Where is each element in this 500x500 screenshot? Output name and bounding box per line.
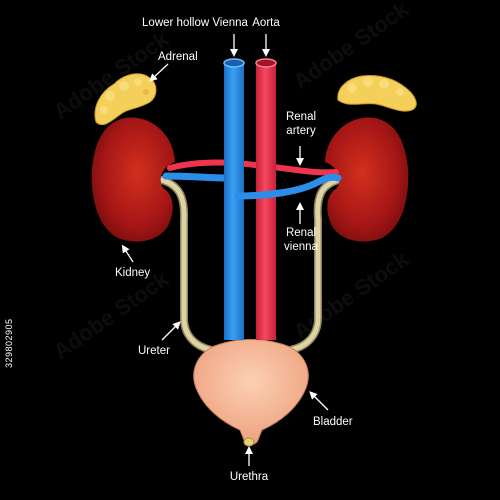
renal-artery-label-line1: Renal bbox=[285, 111, 317, 123]
stock-id: 329802905 bbox=[4, 318, 14, 368]
renal-vein-label-line2: vienna bbox=[284, 241, 318, 253]
renal-vein-label: Renal vienna bbox=[276, 226, 326, 254]
urethra-label: Urethra bbox=[229, 471, 269, 483]
ureter-label: Ureter bbox=[138, 345, 170, 357]
urethra-tip bbox=[243, 437, 255, 447]
adrenal-arrow bbox=[149, 63, 169, 82]
renal-vein-label-line1: Renal bbox=[285, 227, 317, 239]
kidney-left bbox=[91, 117, 175, 242]
aorta-opening bbox=[255, 58, 277, 68]
renal-artery bbox=[167, 159, 339, 176]
renal-vein-left bbox=[162, 172, 230, 182]
vena-cava-label: Lower hollow Vienna bbox=[142, 17, 248, 29]
ureter-arrow bbox=[161, 321, 181, 341]
annotation-arrows bbox=[121, 34, 329, 466]
kidney-arrow bbox=[121, 244, 134, 263]
vena-cava bbox=[224, 62, 244, 340]
adrenal-label: Adrenal bbox=[158, 51, 198, 63]
aorta-label: Aorta bbox=[252, 17, 280, 29]
renal-artery-label-line2: artery bbox=[286, 125, 316, 137]
renal-vein-right bbox=[234, 173, 342, 200]
renal-artery-label: Renal artery bbox=[278, 110, 324, 138]
adrenal-right bbox=[337, 75, 417, 112]
kidney-label: Kidney bbox=[115, 267, 151, 279]
bladder bbox=[193, 339, 309, 447]
ureter-right bbox=[286, 176, 342, 354]
kidney-right bbox=[325, 117, 409, 242]
vena-cava-opening bbox=[223, 58, 245, 68]
ureter-left bbox=[158, 176, 216, 354]
aorta bbox=[256, 62, 276, 340]
svg-text:Adobe Stock: Adobe Stock bbox=[289, 246, 414, 344]
bladder-arrow bbox=[309, 391, 329, 411]
bladder-label: Bladder bbox=[313, 416, 353, 428]
adrenal-left bbox=[94, 73, 157, 126]
